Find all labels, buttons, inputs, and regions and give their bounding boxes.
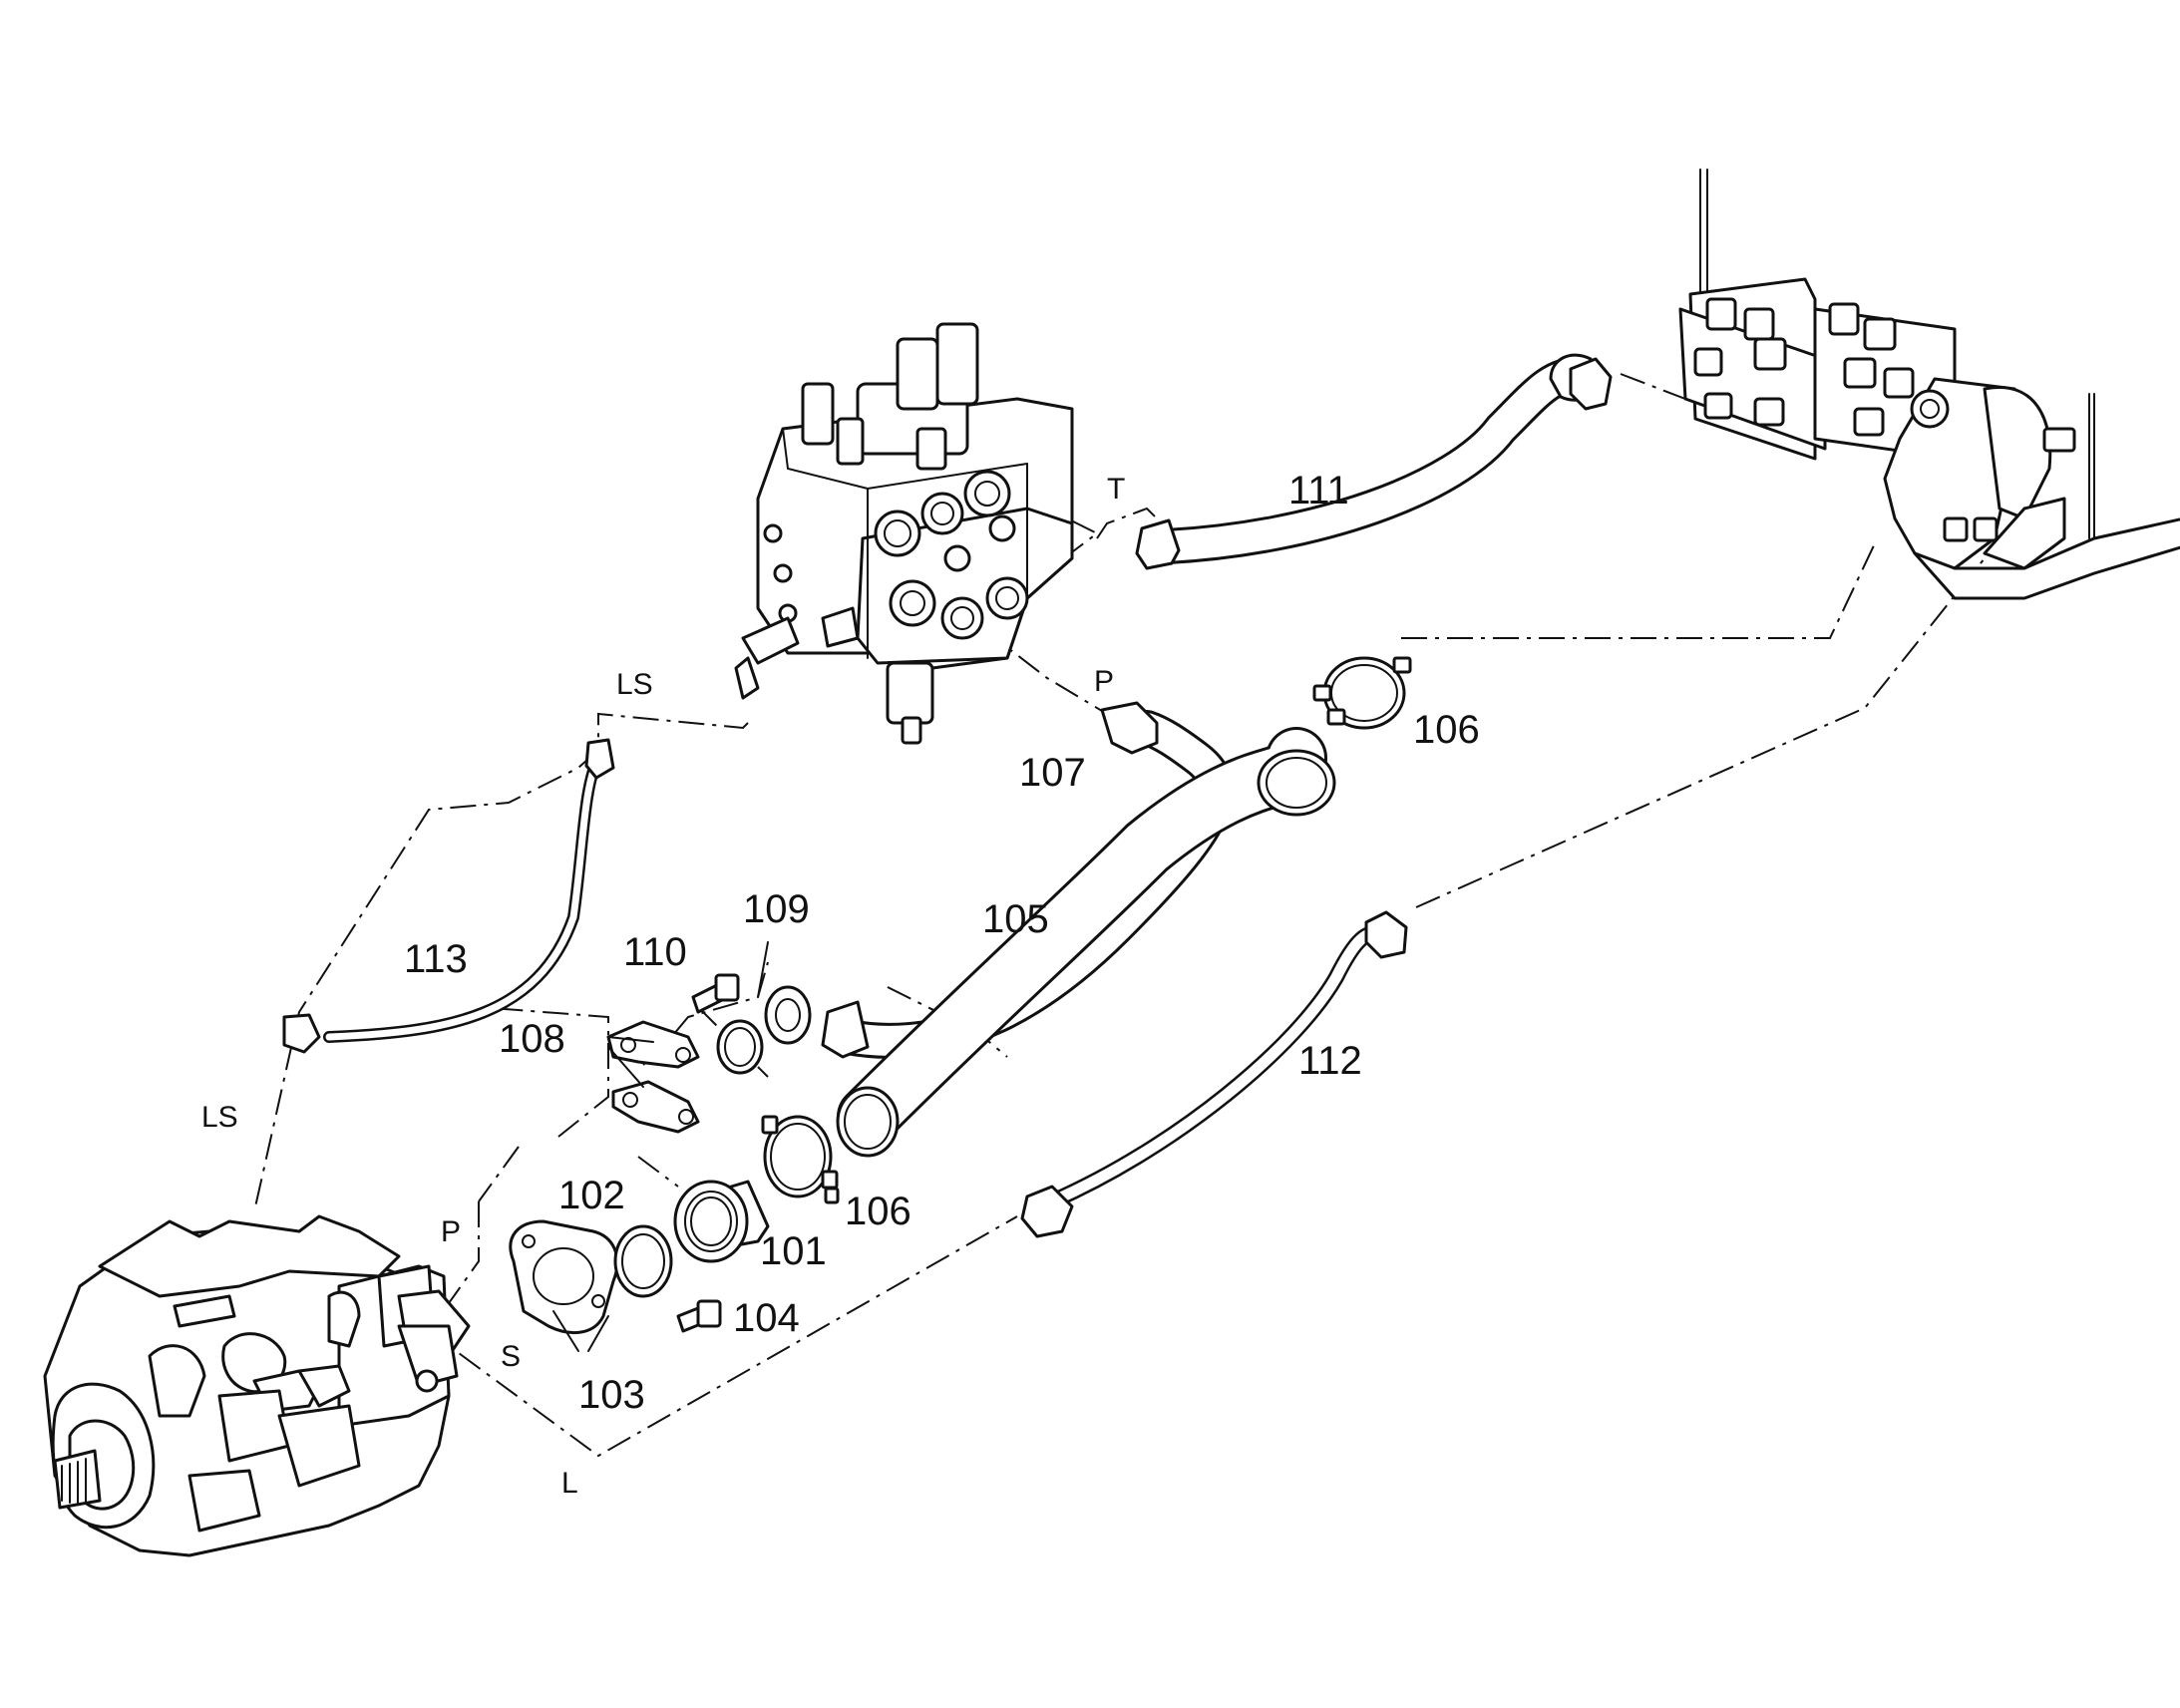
port-label-ls-valve: LS xyxy=(616,668,653,701)
hose-112 xyxy=(1020,910,1408,1238)
callout-102: 102 xyxy=(558,1174,625,1217)
callout-111: 111 xyxy=(1288,469,1349,512)
callout-109: 109 xyxy=(743,887,810,931)
port-labels: T P LS LS P S L xyxy=(201,473,1125,1500)
bolt-104 xyxy=(676,1299,722,1333)
control-valve-block xyxy=(734,322,1074,745)
callout-108: 108 xyxy=(499,1017,565,1061)
port-label-s-pump: S xyxy=(501,1340,521,1373)
flange-fitting-109 xyxy=(764,985,812,1045)
fitting-101 xyxy=(673,1180,770,1263)
callout-106-lower: 106 xyxy=(845,1190,911,1233)
callout-101: 101 xyxy=(760,1229,827,1273)
callout-labels: 101 102 103 104 105 106 106 107 108 109 … xyxy=(404,469,1480,1417)
hydraulic-pump xyxy=(43,1214,471,1557)
hose-clamp-106-upper xyxy=(1312,656,1412,730)
leader-lines xyxy=(552,941,769,1352)
callout-103: 103 xyxy=(578,1373,645,1417)
callout-104: 104 xyxy=(733,1296,800,1340)
callout-105: 105 xyxy=(982,897,1049,941)
callout-110: 110 xyxy=(623,930,687,974)
suction-tube-105 xyxy=(836,727,1336,1158)
port-label-l-pump: L xyxy=(561,1467,578,1500)
hose-clamp-106-lower xyxy=(761,1115,840,1204)
o-ring-102 xyxy=(613,1224,673,1298)
split-flange-103 xyxy=(509,1219,619,1335)
o-ring-109 xyxy=(716,1019,764,1075)
callout-107: 107 xyxy=(1019,751,1086,795)
callout-106-upper: 106 xyxy=(1413,708,1480,752)
callout-112: 112 xyxy=(1298,1039,1362,1083)
port-label-p-pump: P xyxy=(441,1215,461,1248)
callout-113: 113 xyxy=(404,937,468,981)
right-mount-assembly xyxy=(1678,169,2180,600)
port-label-t: T xyxy=(1107,473,1125,506)
port-label-p-valve: P xyxy=(1094,665,1114,698)
bolt-110 xyxy=(691,973,740,1014)
port-label-ls-pump: LS xyxy=(201,1101,238,1134)
hose-113 xyxy=(282,738,615,1054)
hose-111 xyxy=(1135,353,1613,570)
